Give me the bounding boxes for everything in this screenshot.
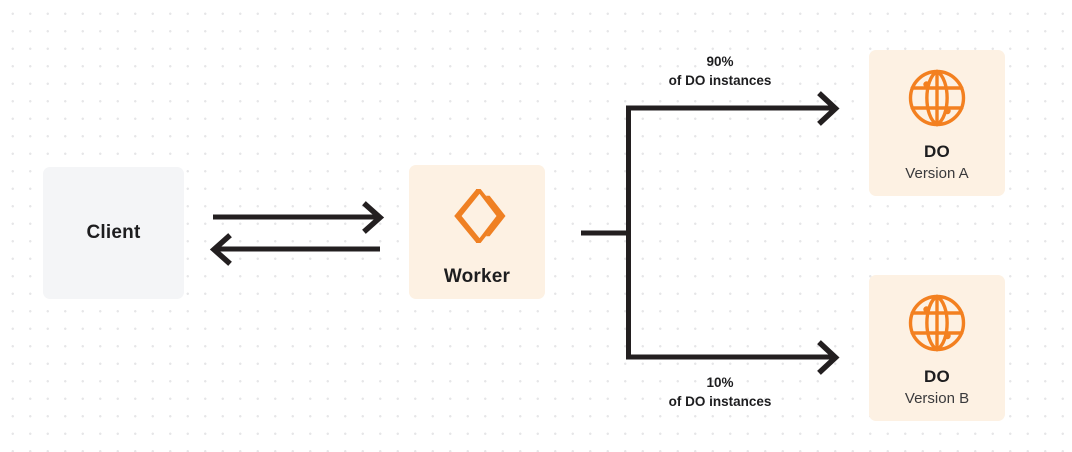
do-b-title: DO bbox=[924, 367, 950, 386]
do-a-title: DO bbox=[924, 142, 950, 161]
client-label: Client bbox=[86, 222, 141, 243]
edge-client-to-worker bbox=[213, 201, 385, 234]
node-do-version-a: DO Version A bbox=[869, 50, 1005, 196]
edge-label-do-a: 90% of DO instances bbox=[610, 52, 830, 90]
edge-label-do-a-description: of DO instances bbox=[668, 73, 772, 89]
edge-worker-to-do-a bbox=[626, 91, 840, 126]
cloudflare-workers-logo-icon bbox=[454, 189, 506, 243]
node-client: Client bbox=[43, 167, 184, 299]
do-a-subtitle: Version A bbox=[905, 165, 969, 182]
edge-label-do-a-percent: 90% bbox=[706, 54, 734, 69]
edge-worker-to-client bbox=[209, 233, 380, 266]
edge-label-do-b-description: of DO instances bbox=[668, 394, 772, 410]
edge-label-do-b: 10% of DO instances bbox=[610, 373, 830, 411]
globe-icon bbox=[908, 294, 966, 352]
node-worker: Worker bbox=[409, 165, 545, 299]
edge-worker-to-do-b bbox=[626, 340, 840, 375]
globe-icon bbox=[908, 69, 966, 127]
node-do-version-b: DO Version B bbox=[869, 275, 1005, 421]
edge-label-do-b-percent: 10% bbox=[706, 375, 734, 390]
edge-worker-fork bbox=[581, 108, 631, 357]
worker-label: Worker bbox=[443, 266, 511, 287]
do-b-subtitle: Version B bbox=[904, 390, 970, 407]
